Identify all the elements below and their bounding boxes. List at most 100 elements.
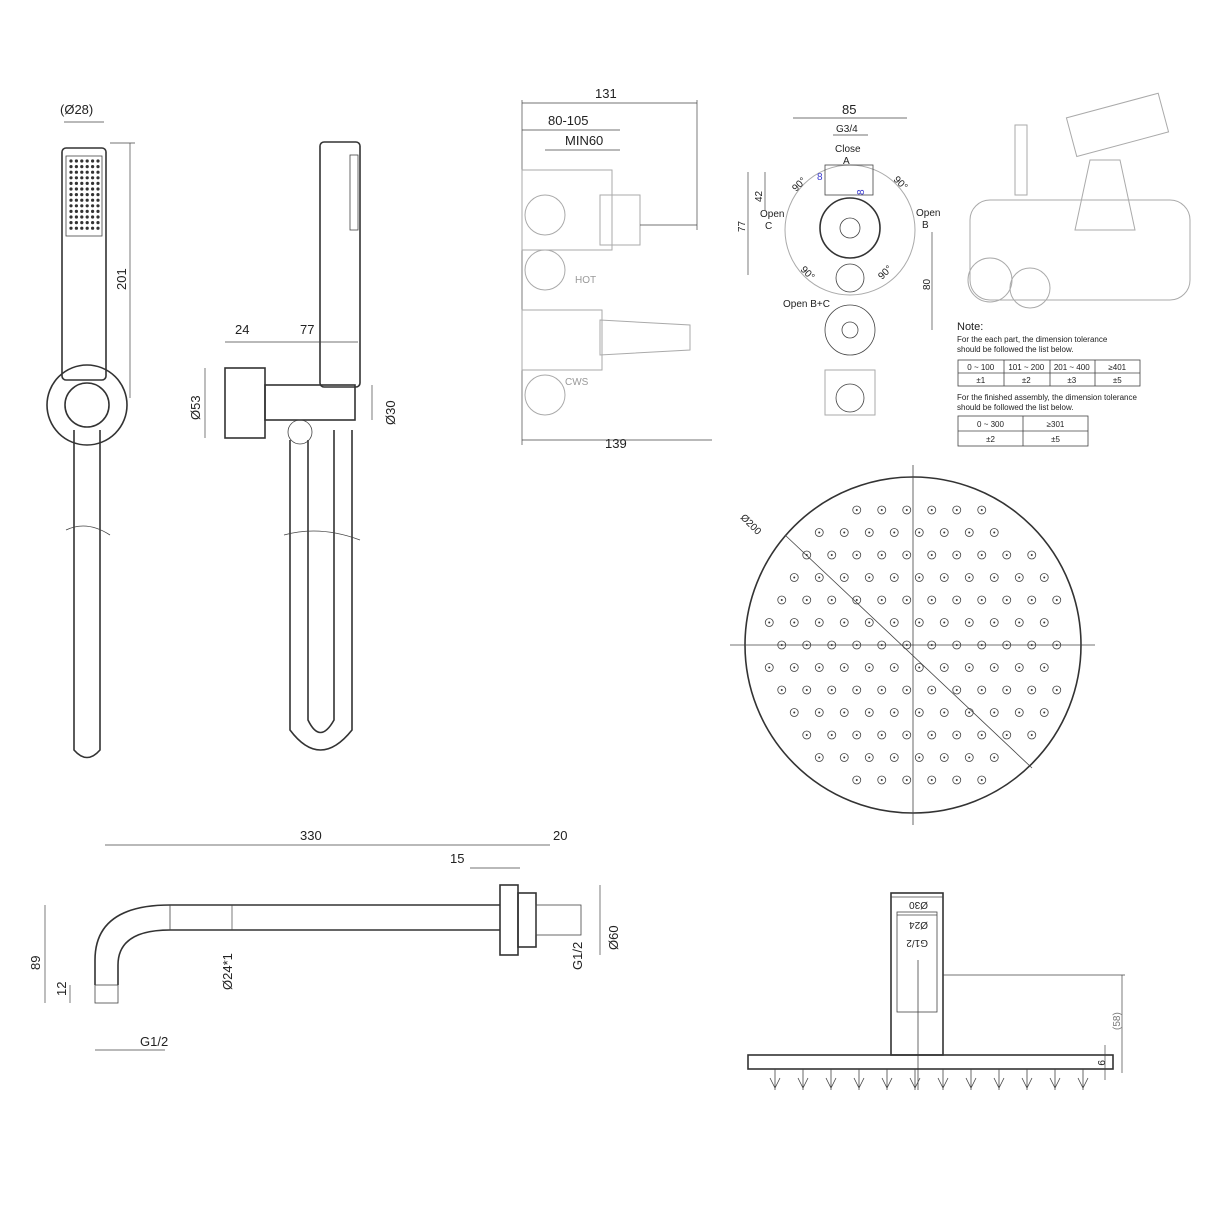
nozzle bbox=[839, 663, 849, 672]
nozzle bbox=[1039, 708, 1049, 717]
nozzle-center bbox=[993, 621, 996, 624]
nozzle-center bbox=[818, 621, 821, 624]
nozzle bbox=[1014, 663, 1024, 672]
nozzle-center bbox=[943, 531, 946, 534]
nozzle-center bbox=[880, 644, 883, 646]
nozzle bbox=[952, 685, 962, 695]
nozzle-center bbox=[918, 576, 921, 579]
nozzle bbox=[877, 730, 887, 740]
nozzle-center bbox=[955, 644, 958, 646]
tolerance-table2-value: ±5 bbox=[1051, 435, 1060, 444]
nozzle-center bbox=[1005, 554, 1008, 556]
spray-hole bbox=[69, 159, 73, 163]
tolerance-table1-value: ±1 bbox=[976, 376, 985, 385]
nozzle bbox=[1002, 685, 1012, 695]
dim-arm-wall-thread: G1/2 bbox=[570, 942, 585, 970]
nozzle bbox=[864, 663, 874, 672]
nozzle bbox=[1014, 573, 1024, 582]
nozzle-center bbox=[793, 711, 796, 714]
nozzle bbox=[1052, 640, 1062, 650]
nozzle bbox=[889, 708, 899, 717]
nozzle bbox=[802, 640, 812, 650]
spray-hole bbox=[91, 159, 95, 163]
shower-head-side: (58) 9 Ø30 Ø24 G1/2 bbox=[747, 892, 1125, 1090]
nozzle bbox=[927, 640, 937, 650]
nozzle bbox=[1052, 685, 1062, 695]
nozzle bbox=[989, 528, 999, 537]
spray-hole bbox=[74, 170, 78, 174]
spray-hole bbox=[69, 198, 73, 202]
nozzle bbox=[827, 595, 837, 605]
nozzle-center bbox=[1030, 734, 1033, 736]
nozzle-center bbox=[905, 689, 908, 691]
nozzle bbox=[877, 775, 887, 785]
nozzle-center bbox=[830, 599, 833, 601]
spray-arrow bbox=[965, 1069, 977, 1090]
nozzle-center bbox=[818, 711, 821, 714]
nozzle bbox=[777, 685, 787, 695]
hand-shower-front: (Ø28) 201 bbox=[46, 102, 135, 759]
nozzle bbox=[864, 618, 874, 627]
spray-hole bbox=[96, 209, 100, 213]
nozzle-center bbox=[768, 666, 771, 669]
spray-hole bbox=[74, 193, 78, 197]
spray-hole bbox=[80, 204, 84, 208]
valve-3d-render bbox=[967, 92, 1191, 309]
nozzle bbox=[1014, 708, 1024, 717]
nozzle-center bbox=[818, 576, 821, 579]
nozzle bbox=[839, 618, 849, 627]
dim-h80: 80 bbox=[922, 278, 933, 290]
nozzle-center bbox=[843, 531, 846, 534]
nozzle bbox=[964, 753, 974, 762]
spray-hole bbox=[91, 176, 95, 180]
dim-arm-flange-inner: 15 bbox=[450, 851, 464, 866]
nozzle-center bbox=[930, 554, 933, 556]
dim-head-height: (58) bbox=[1112, 1012, 1123, 1030]
nozzle bbox=[977, 640, 987, 650]
nozzle bbox=[989, 573, 999, 582]
nozzle bbox=[1002, 640, 1012, 650]
dim-head-inner: Ø24 bbox=[909, 919, 928, 930]
spray-hole bbox=[80, 209, 84, 213]
nozzle bbox=[802, 595, 812, 605]
label-open-bc: Open B+C bbox=[783, 299, 830, 310]
nozzle bbox=[914, 708, 924, 717]
spray-arrow bbox=[937, 1069, 949, 1090]
spray-hole bbox=[80, 170, 84, 174]
nozzle-center bbox=[930, 599, 933, 601]
tolerance-table1-value: ±5 bbox=[1113, 376, 1122, 385]
spray-hole bbox=[69, 181, 73, 185]
nozzle-center bbox=[868, 666, 871, 669]
nozzle bbox=[989, 618, 999, 627]
nozzle bbox=[864, 708, 874, 717]
nozzle bbox=[827, 730, 837, 740]
spray-arrow bbox=[881, 1069, 893, 1090]
nozzle-center bbox=[1055, 689, 1058, 691]
nozzle bbox=[852, 640, 862, 650]
nozzle-center bbox=[855, 644, 858, 646]
nozzle-center bbox=[930, 779, 933, 781]
nozzle-center bbox=[905, 779, 908, 781]
spray-hole bbox=[96, 204, 100, 208]
dim-small-8a: 8 bbox=[817, 172, 823, 183]
spray-arrow bbox=[1049, 1069, 1061, 1090]
nozzle-center bbox=[980, 554, 983, 556]
nozzle bbox=[877, 550, 887, 560]
nozzle-center bbox=[805, 554, 808, 556]
nozzle-center bbox=[968, 666, 971, 669]
dim-head-thread: G1/2 bbox=[906, 937, 928, 948]
spray-hole bbox=[85, 215, 89, 219]
nozzle-center bbox=[843, 621, 846, 624]
nozzle bbox=[977, 775, 987, 785]
nozzle bbox=[1002, 730, 1012, 740]
spray-hole bbox=[80, 165, 84, 169]
shower-head-top: Ø200 bbox=[730, 465, 1095, 825]
nozzle bbox=[889, 573, 899, 582]
nozzle-center bbox=[855, 599, 858, 601]
nozzle-center bbox=[868, 621, 871, 624]
nozzle-center bbox=[855, 509, 858, 511]
nozzle-center bbox=[1005, 599, 1008, 601]
spray-hole bbox=[80, 159, 84, 163]
spray-hole bbox=[96, 181, 100, 185]
nozzle-center bbox=[1018, 666, 1021, 669]
